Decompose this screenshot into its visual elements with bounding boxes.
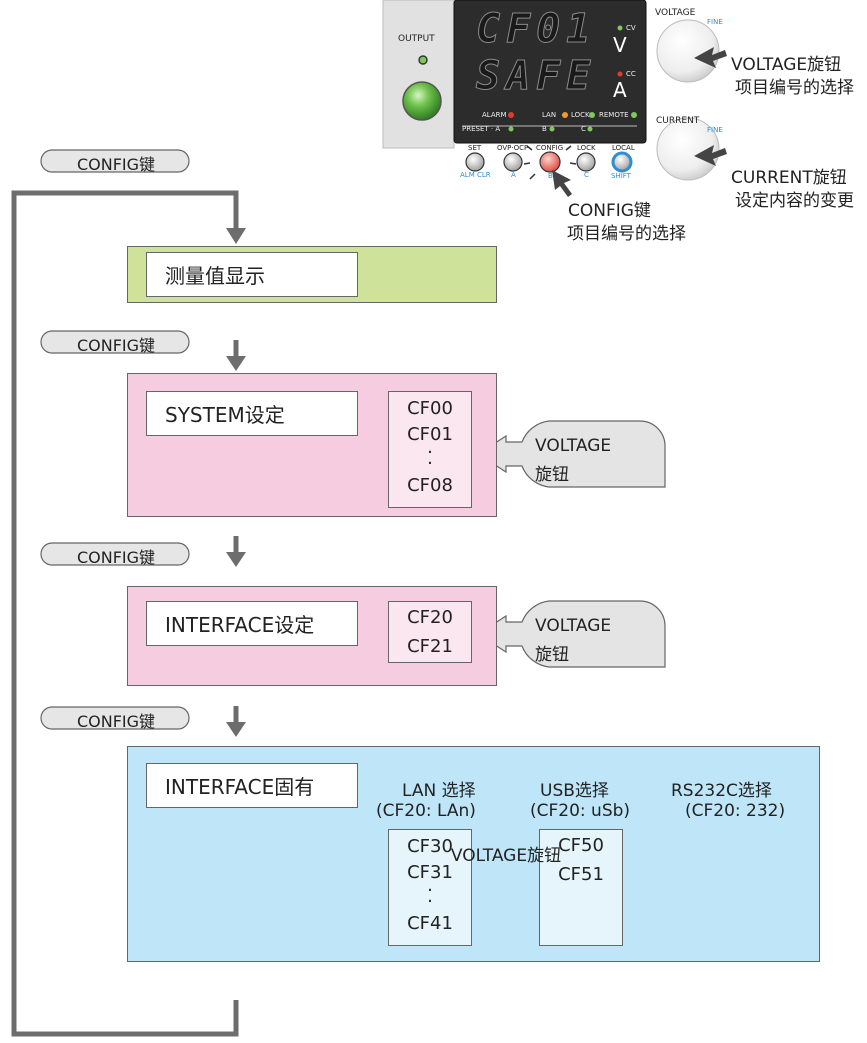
config-button-sublabel: B (548, 172, 553, 180)
lan-label: LAN (542, 111, 557, 119)
list-item: · (427, 880, 433, 901)
voltage-knob-label: VOLTAGE (655, 8, 696, 18)
list-item: CF00 (407, 398, 453, 419)
lock-button-label: LOCK (577, 144, 596, 152)
lock-label: LOCK (571, 111, 590, 119)
bottom-voltage-knob-label: VOLTAGE旋钮 (450, 846, 562, 866)
output-button[interactable] (402, 81, 442, 121)
system-voltage-knob-line1: VOLTAGE (535, 436, 612, 456)
usb-select-header: USB选择 (540, 781, 609, 801)
config-button[interactable] (539, 151, 561, 173)
interface-voltage-knob-line1: VOLTAGE (535, 616, 612, 636)
flow-loop-line (11, 190, 239, 1037)
set-button-label: SET (468, 144, 482, 152)
system-stage-title: SYSTEM设定 (146, 391, 358, 436)
output-led (418, 55, 428, 65)
current-knob-callout-2: 设定内容的变更 (735, 191, 854, 211)
interface-specific-title: INTERFACE固有 (146, 763, 358, 808)
lock-led (589, 112, 595, 118)
current-display: SAFE (475, 53, 597, 100)
output-label: OUTPUT (398, 34, 435, 44)
config-button-label: CONFIG (536, 144, 564, 152)
voltage-display: CF01 (475, 6, 597, 53)
list-item: CF50 (558, 835, 604, 856)
config-key-pill-4[interactable]: CONFIG键 (76, 712, 156, 731)
lan-led (562, 112, 568, 118)
lock-button-sublabel: C (584, 171, 589, 179)
config-pill-shapes (40, 149, 190, 730)
unit-v: V (613, 33, 627, 57)
local-button-sublabel: SHIFT (611, 172, 631, 180)
alarm-led (508, 112, 514, 118)
config-key-pill-3[interactable]: CONFIG键 (76, 548, 156, 567)
rs232c-select-header: RS232C选择 (671, 781, 772, 801)
local-button[interactable] (611, 151, 633, 173)
voltage-knob-callout-1: VOLTAGE旋钮 (731, 55, 842, 75)
interface-voltage-knob-line2: 旋钮 (535, 645, 569, 665)
config-key-callout-2: 项目编号的选择 (567, 224, 686, 244)
remote-label: REMOTE (599, 111, 629, 119)
current-knob-fine: FINE (707, 126, 723, 134)
voltage-knob-pointer (694, 47, 727, 68)
ovp-button-sublabel: A (511, 171, 516, 179)
system-item-list: CF00 CF01 · · CF08 (388, 391, 472, 508)
lan-select-header: LAN 选择 (402, 781, 476, 801)
preset-c-label: C (581, 125, 586, 133)
cc-indicator-label: CC (626, 70, 636, 78)
current-knob-label: CURRENT (656, 116, 700, 126)
list-item: CF41 (407, 913, 453, 934)
usb-select-sub: (CF20: uSb) (530, 801, 631, 821)
remote-led (631, 112, 637, 118)
voltage-knob-callout-2: 项目编号的选择 (735, 78, 854, 98)
measure-stage-title: 测量值显示 (146, 252, 358, 297)
preset-b-label: B (542, 125, 547, 133)
lan-item-list: CF30 CF31 · · CF41 (388, 829, 472, 946)
list-item: CF21 (407, 636, 453, 657)
ovp-button-label: OVP·OCP (497, 144, 529, 152)
current-knob-pointer (694, 145, 727, 166)
ovp-ocp-button[interactable] (503, 152, 523, 172)
current-knob-callout-1: CURRENT旋钮 (731, 168, 847, 188)
unit-a: A (613, 78, 627, 102)
voltage-callout-shapes (476, 420, 666, 668)
list-item: · (427, 891, 433, 912)
cv-indicator-label: CV (626, 24, 636, 32)
list-item: · (427, 453, 433, 474)
usb-item-list: CF50 CF51 (539, 829, 623, 946)
list-item: CF01 (407, 424, 453, 445)
set-button-sublabel: ALM CLR (460, 171, 491, 179)
config-key-callout-1: CONFIG键 (568, 201, 651, 221)
voltage-knob-fine: FINE (707, 18, 723, 26)
current-knob[interactable] (656, 117, 720, 181)
list-item: · (427, 442, 433, 463)
panel-side (382, 0, 455, 149)
preset-label: PRESET · A (462, 125, 501, 133)
rs232c-select-sub: (CF20: 232) (685, 801, 786, 821)
list-item: CF51 (558, 864, 604, 885)
list-item: CF08 (407, 475, 453, 496)
list-item: CF30 (407, 836, 453, 857)
display-panel (453, 0, 647, 144)
lock-button[interactable] (576, 152, 596, 172)
config-pointer-arrow (552, 170, 572, 197)
local-button-label: LOCAL (612, 144, 635, 152)
config-glow-rays (523, 137, 577, 180)
config-key-pill-2[interactable]: CONFIG键 (76, 336, 156, 355)
config-key-pill-1[interactable]: CONFIG键 (76, 155, 156, 174)
list-item: CF20 (407, 607, 453, 628)
lan-select-sub: (CF20: LAn) (376, 801, 476, 821)
set-button[interactable] (465, 152, 485, 172)
alarm-label: ALARM (482, 111, 507, 119)
voltage-knob[interactable] (656, 19, 720, 83)
list-item: CF31 (407, 862, 453, 883)
flow-arrowheads (226, 228, 246, 737)
interface-stage-title: INTERFACE设定 (146, 601, 358, 646)
system-voltage-knob-line2: 旋钮 (535, 465, 569, 485)
interface-item-list: CF20 CF21 (388, 601, 472, 663)
